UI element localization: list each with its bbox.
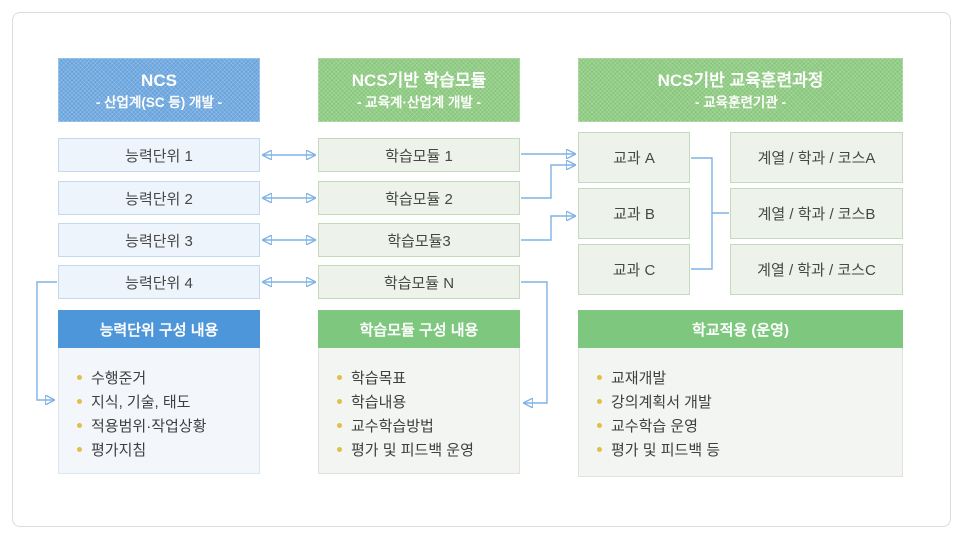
bullet-dot-icon <box>77 398 82 404</box>
bullet-label: 평가 및 피드백 등 <box>611 441 721 459</box>
subject-box-c: 교과 C <box>578 244 690 295</box>
bullet-label: 교수학습 운영 <box>611 417 698 435</box>
bullet-dot-icon <box>597 446 602 452</box>
unit-box-1: 능력단위 1 <box>58 138 260 172</box>
bullet-label: 학습내용 <box>351 393 407 411</box>
bullet-dot-icon <box>337 398 342 404</box>
module-box-2: 학습모듈 2 <box>318 181 520 215</box>
header-learning-module-title: NCS기반 학습모듈 <box>351 71 487 91</box>
bullet-item: 지식, 기술, 태도 <box>77 389 259 413</box>
header-training-course: NCS기반 교육훈련과정 - 교육훈련기관 - <box>578 58 903 122</box>
bullet-item: 평가 및 피드백 등 <box>597 437 902 461</box>
bullet-label: 평가 및 피드백 운영 <box>351 441 474 459</box>
subject-box-a: 교과 A <box>578 132 690 183</box>
bullet-label: 교재개발 <box>611 369 667 387</box>
track-box-c: 계열 / 학과 / 코스C <box>730 244 903 295</box>
bullet-dot-icon <box>597 398 602 404</box>
header-learning-module: NCS기반 학습모듈 - 교육계·산업계 개발 - <box>318 58 520 122</box>
module-box-3: 학습모듈3 <box>318 223 520 257</box>
bullet-item: 적용범위·작업상황 <box>77 413 259 437</box>
bullet-dot-icon <box>337 446 342 452</box>
bullet-item: 평가지침 <box>77 437 259 461</box>
subject-box-b: 교과 B <box>578 188 690 239</box>
bullet-dot-icon <box>77 422 82 428</box>
header-training-course-subtitle: - 교육훈련기관 - <box>694 94 786 110</box>
bullet-item: 교수학습 운영 <box>597 413 902 437</box>
detail-header-module: 학습모듈 구성 내용 <box>318 310 520 348</box>
bullet-item: 평가 및 피드백 운영 <box>337 437 519 461</box>
bullet-item: 학습내용 <box>337 389 519 413</box>
bullet-label: 강의계획서 개발 <box>611 393 712 411</box>
bullet-dot-icon <box>337 422 342 428</box>
header-training-course-title: NCS기반 교육훈련과정 <box>657 71 824 91</box>
bullet-item: 수행준거 <box>77 365 259 389</box>
detail-header-school: 학교적용 (운영) <box>578 310 903 348</box>
track-box-b: 계열 / 학과 / 코스B <box>730 188 903 239</box>
detail-body-module: 학습목표 학습내용 교수학습방법 평가 및 피드백 운영 <box>318 348 520 474</box>
bullet-item: 강의계획서 개발 <box>597 389 902 413</box>
detail-header-unit: 능력단위 구성 내용 <box>58 310 260 348</box>
bullet-dot-icon <box>597 422 602 428</box>
bullet-label: 학습목표 <box>351 369 407 387</box>
module-box-1: 학습모듈 1 <box>318 138 520 172</box>
bullet-label: 지식, 기술, 태도 <box>91 393 191 411</box>
bullet-item: 교수학습방법 <box>337 413 519 437</box>
bullet-label: 적용범위·작업상황 <box>91 417 207 435</box>
bullet-dot-icon <box>597 374 602 380</box>
bullet-dot-icon <box>77 374 82 380</box>
bullet-item: 교재개발 <box>597 365 902 389</box>
unit-box-2: 능력단위 2 <box>58 181 260 215</box>
bullet-label: 수행준거 <box>91 369 147 387</box>
bullet-dot-icon <box>77 446 82 452</box>
bullet-label: 교수학습방법 <box>351 417 434 435</box>
bullet-item: 학습목표 <box>337 365 519 389</box>
module-box-n: 학습모듈 N <box>318 265 520 299</box>
bullet-label: 평가지침 <box>91 441 147 459</box>
detail-body-unit: 수행준거 지식, 기술, 태도 적용범위·작업상황 평가지침 <box>58 348 260 474</box>
header-ncs-subtitle: - 산업계(SC 등) 개발 - <box>95 94 223 110</box>
header-learning-module-subtitle: - 교육계·산업계 개발 - <box>356 94 482 110</box>
detail-body-school: 교재개발 강의계획서 개발 교수학습 운영 평가 및 피드백 등 <box>578 348 903 477</box>
header-ncs: NCS - 산업계(SC 등) 개발 - <box>58 58 260 122</box>
unit-box-3: 능력단위 3 <box>58 223 260 257</box>
unit-box-4: 능력단위 4 <box>58 265 260 299</box>
header-ncs-title: NCS <box>141 71 177 91</box>
bullet-dot-icon <box>337 374 342 380</box>
track-box-a: 계열 / 학과 / 코스A <box>730 132 903 183</box>
